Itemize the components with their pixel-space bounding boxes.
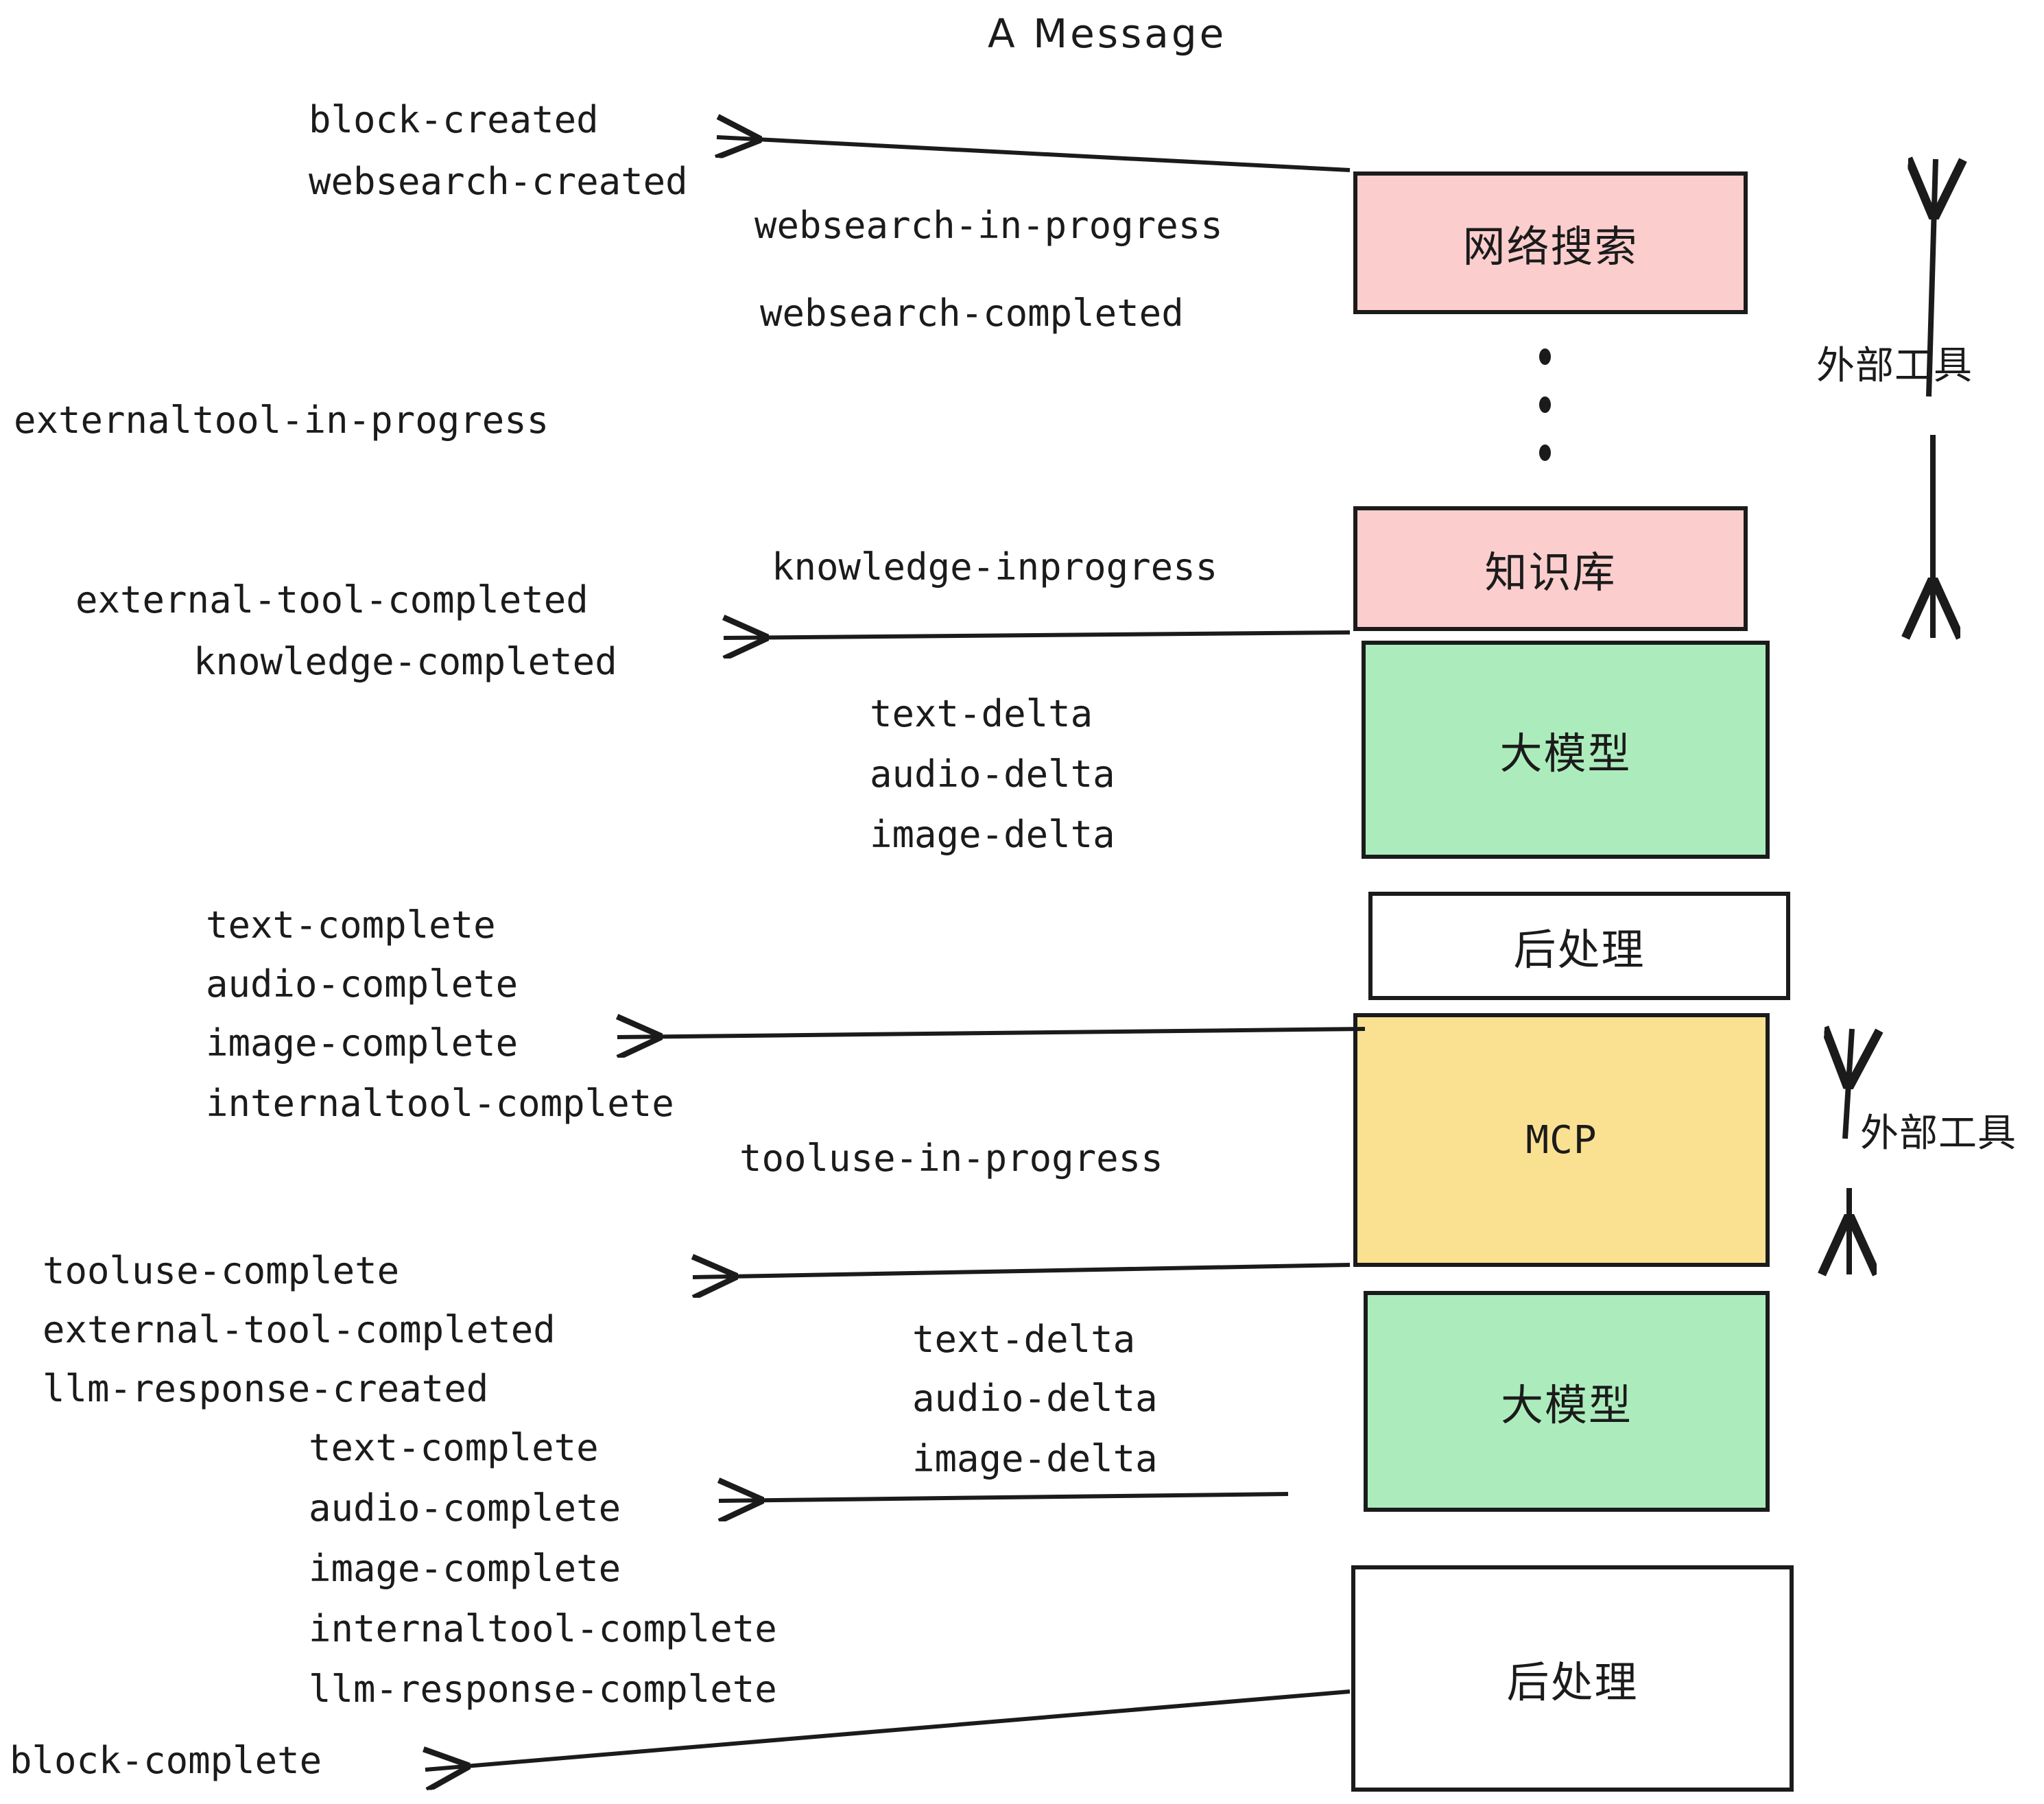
event-internaltool-complete-1: internaltool-complete	[206, 1082, 674, 1125]
event-image-delta-1: image-delta	[870, 813, 1115, 856]
side-label-external-tools-bottom: 外部工具	[1860, 1111, 2017, 1156]
event-text-delta-1: text-delta	[870, 692, 1093, 735]
event-audio-complete-2: audio-complete	[309, 1486, 621, 1530]
ellipsis-dot	[1539, 396, 1551, 413]
node-websearch[interactable]: 网络搜索	[1353, 171, 1748, 314]
node-postprocess-2[interactable]: 后处理	[1351, 1565, 1794, 1792]
event-image-complete-2: image-complete	[309, 1547, 621, 1590]
node-websearch-label: 网络搜索	[1462, 222, 1639, 272]
ellipsis-dot	[1539, 348, 1551, 365]
node-knowledge[interactable]: 知识库	[1353, 506, 1748, 631]
node-mcp-label: MCP	[1525, 1117, 1597, 1163]
node-llm-1[interactable]: 大模型	[1362, 641, 1770, 859]
event-llm-response-complete: llm-response-complete	[309, 1667, 777, 1711]
event-websearch-in-progress: websearch-in-progress	[754, 204, 1223, 247]
node-mcp[interactable]: MCP	[1353, 1013, 1770, 1267]
event-audio-complete-1: audio-complete	[206, 962, 519, 1006]
node-postprocess-1-label: 后处理	[1513, 925, 1645, 975]
event-externaltool-in-progress: externaltool-in-progress	[14, 399, 549, 442]
event-audio-delta-2: audio-delta	[912, 1377, 1158, 1420]
event-external-tool-completed-2: external-tool-completed	[43, 1308, 556, 1351]
node-llm-2-label: 大模型	[1500, 1380, 1632, 1430]
arrow-external-tools-bottom-up	[1845, 1029, 1852, 1139]
node-knowledge-label: 知识库	[1484, 547, 1617, 597]
event-external-tool-completed-1: external-tool-completed	[75, 578, 589, 621]
event-tooluse-in-progress: tooluse-in-progress	[739, 1137, 1163, 1180]
event-image-delta-2: image-delta	[912, 1437, 1158, 1480]
event-text-complete-1: text-complete	[206, 903, 496, 947]
arrow-llm1-to-image-complete	[617, 1029, 1366, 1037]
event-websearch-created: websearch-created	[309, 160, 688, 203]
arrow-llm2-to-audio-complete	[719, 1494, 1289, 1501]
node-postprocess-2-label: 后处理	[1506, 1657, 1639, 1707]
event-block-complete: block-complete	[10, 1739, 322, 1782]
ellipsis-dot	[1539, 444, 1551, 461]
event-text-complete-2: text-complete	[309, 1426, 599, 1469]
event-audio-delta-1: audio-delta	[870, 752, 1115, 796]
arrow-knowledge-to-completed	[724, 632, 1351, 638]
event-tooluse-complete: tooluse-complete	[43, 1249, 400, 1292]
node-postprocess-1[interactable]: 后处理	[1368, 892, 1790, 1000]
event-block-created: block-created	[309, 98, 599, 141]
event-websearch-completed: websearch-completed	[760, 292, 1184, 335]
side-label-external-tools-top: 外部工具	[1816, 344, 1973, 388]
node-llm-2[interactable]: 大模型	[1364, 1291, 1770, 1512]
event-internaltool-complete-2: internaltool-complete	[309, 1607, 777, 1650]
node-llm-1-label: 大模型	[1499, 728, 1632, 779]
event-knowledge-completed: knowledge-completed	[193, 640, 617, 683]
event-image-complete-1: image-complete	[206, 1021, 519, 1065]
arrow-mcp-to-tooluse-complete	[693, 1265, 1351, 1277]
event-knowledge-inprogress: knowledge-inprogress	[772, 545, 1218, 589]
event-text-delta-2: text-delta	[912, 1318, 1136, 1361]
arrow-websearch-to-created	[717, 137, 1351, 172]
page-title: A Message	[988, 10, 1227, 57]
event-llm-response-created: llm-response-created	[43, 1367, 489, 1410]
